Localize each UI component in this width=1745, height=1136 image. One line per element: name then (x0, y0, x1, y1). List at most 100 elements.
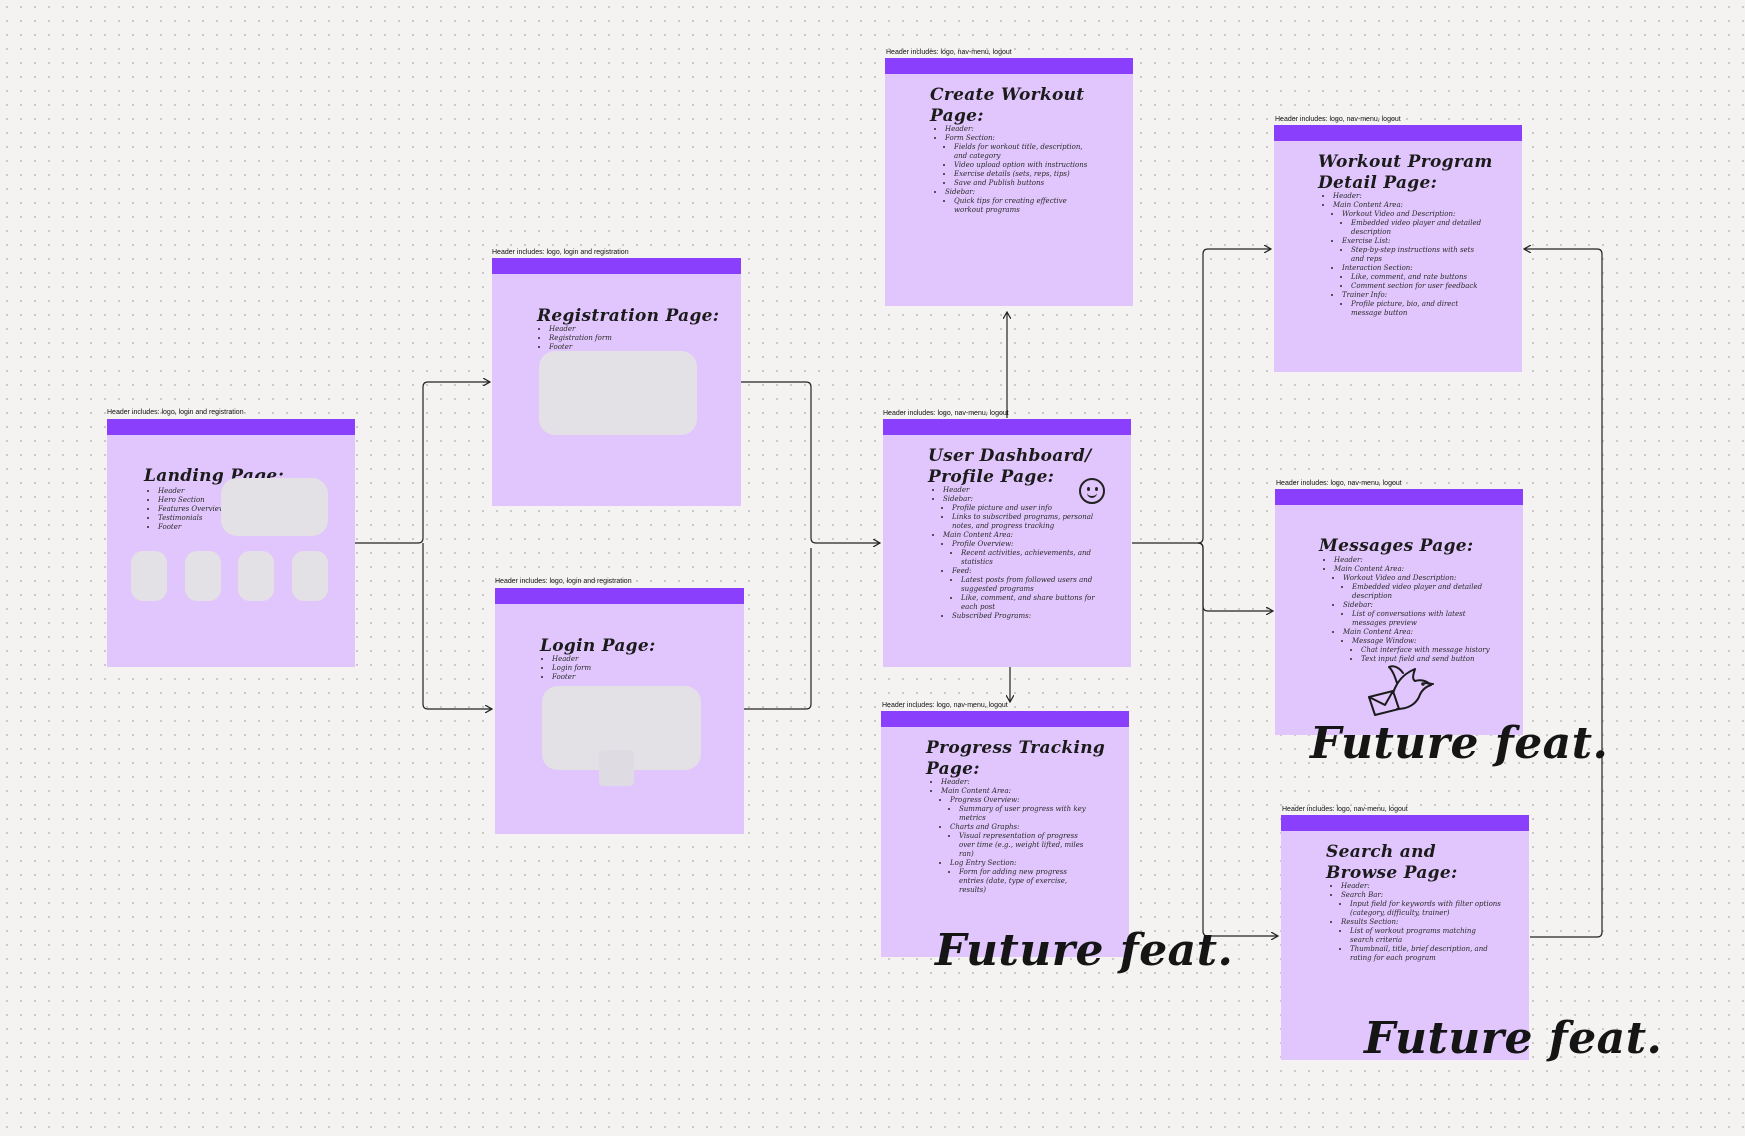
messages-page-frame[interactable]: Messages Page: Header: Main Content Area… (1275, 489, 1523, 735)
list-item: Profile picture and user info (952, 504, 1095, 513)
list-item: Login form (552, 664, 591, 673)
create-workout-page-notes: Header: Form Section: Fields for workout… (933, 125, 1095, 215)
dashboard-page-frame[interactable]: User Dashboard/ Profile Page: Header Sid… (883, 419, 1131, 667)
frame-header-bar (885, 58, 1133, 74)
list-item: Main Content Area: Progress Overview: Su… (941, 787, 1091, 895)
sub-list: Profile picture, bio, and direct message… (1342, 300, 1488, 318)
list-item: Fields for workout title, description, a… (954, 143, 1095, 161)
sub-list: Progress Overview: Summary of user progr… (941, 796, 1091, 895)
list-item: Sidebar: Profile picture and user info L… (943, 495, 1095, 531)
registration-header-caption: Header includes: logo, login and registr… (492, 249, 629, 256)
sub-list: Step-by-step instructions with sets and … (1342, 246, 1488, 264)
list-item: Form for adding new progress entries (da… (959, 868, 1091, 895)
list-item: Subscribed Programs: (952, 612, 1095, 621)
list-item: Trainer Info: Profile picture, bio, and … (1342, 291, 1488, 318)
messages-page-title: Messages Page: (1319, 536, 1474, 556)
frame-body: Create Workout Page: Header: Form Sectio… (885, 74, 1133, 306)
list-item: Video upload option with instructions (954, 161, 1095, 170)
workout-detail-page-notes: Header: Main Content Area: Workout Video… (1321, 192, 1488, 318)
feature-card-placeholder (238, 551, 274, 601)
sub-list: Fields for workout title, description, a… (945, 143, 1095, 188)
feature-card-placeholder (131, 551, 167, 601)
list-item-label: Feed: (952, 567, 972, 575)
list-item: Log Entry Section: Form for adding new p… (950, 859, 1091, 895)
connector-search-to-workout-detail (1524, 249, 1603, 938)
login-page-notes: Header Login form Footer (540, 655, 591, 682)
frame-body: Workout Program Detail Page: Header: Mai… (1274, 141, 1522, 372)
list-item: Header: (945, 125, 1095, 134)
list-item: Exercise List: Step-by-step instructions… (1342, 237, 1488, 264)
list-item: Quick tips for creating effective workou… (954, 197, 1095, 215)
list-item-label: Progress Overview: (950, 796, 1020, 804)
sub-list: Latest posts from followed users and sug… (952, 576, 1095, 612)
sub-list: Embedded video player and detailed descr… (1342, 219, 1488, 237)
list-item: Like, comment, and share buttons for eac… (961, 594, 1095, 612)
list-item: Embedded video player and detailed descr… (1351, 219, 1488, 237)
frame-body: Messages Page: Header: Main Content Area… (1275, 505, 1523, 735)
list-item-label: Workout Video and Description: (1343, 574, 1457, 582)
list-item-label: Results Section: (1341, 918, 1399, 926)
login-page-frame[interactable]: Login Page: Header Login form Footer (495, 588, 744, 834)
smiley-eye (1087, 487, 1090, 491)
search-page-frame[interactable]: Search and Browse Page: Header: Search B… (1281, 815, 1529, 1060)
registration-page-title: Registration Page: (537, 306, 720, 326)
frame-header-bar (883, 419, 1131, 435)
login-page-title: Login Page: (540, 636, 656, 656)
list-item-label: Sidebar: (943, 495, 974, 503)
sub-list: List of workout programs matching search… (1341, 927, 1501, 963)
frame-header-bar (107, 419, 355, 435)
list-item: Step-by-step instructions with sets and … (1351, 246, 1488, 264)
connector-login-to-dashboard (744, 548, 812, 710)
list-item: Header (943, 486, 1095, 495)
future-feature-label: Future feat. (1364, 1013, 1663, 1064)
list-item-label: Interaction Section: (1342, 264, 1413, 272)
frame-body: User Dashboard/ Profile Page: Header Sid… (883, 435, 1131, 667)
list-item-label: Trainer Info: (1342, 291, 1388, 299)
list-item: Progress Overview: Summary of user progr… (950, 796, 1091, 823)
list-item: Footer (549, 343, 612, 352)
list-item: Profile Overview: Recent activities, ach… (952, 540, 1095, 567)
list-item: Footer (552, 673, 591, 682)
list-item: Sidebar: Quick tips for creating effecti… (945, 188, 1095, 215)
workout-detail-page-frame[interactable]: Workout Program Detail Page: Header: Mai… (1274, 125, 1522, 372)
landing-header-caption: Header includes: logo, login and registr… (107, 409, 244, 416)
messages-page-notes: Header: Main Content Area: Workout Video… (1322, 556, 1494, 664)
create-workout-page-frame[interactable]: Create Workout Page: Header: Form Sectio… (885, 58, 1133, 306)
dashboard-page-notes: Header Sidebar: Profile picture and user… (931, 486, 1095, 621)
list-item: Sidebar: List of conversations with late… (1343, 601, 1494, 628)
sub-list: Visual representation of progress over t… (950, 832, 1091, 859)
list-item: Summary of user progress with key metric… (959, 805, 1091, 823)
list-item-label: Charts and Graphs: (950, 823, 1020, 831)
list-item: Recent activities, achievements, and sta… (961, 549, 1095, 567)
list-item-label: Message Window: (1352, 637, 1417, 645)
smiley-face-icon (1079, 478, 1105, 504)
list-item-label: Log Entry Section: (950, 859, 1017, 867)
list-item: Header: (1333, 192, 1488, 201)
registration-page-notes: Header Registration form Footer (537, 325, 612, 352)
registration-page-frame[interactable]: Registration Page: Header Registration f… (492, 258, 741, 506)
frame-header-bar (1275, 489, 1523, 505)
list-item: Footer (158, 523, 225, 532)
frame-body: Registration Page: Header Registration f… (492, 274, 741, 506)
list-item: Profile picture, bio, and direct message… (1351, 300, 1488, 318)
workout-detail-page-title: Workout Program Detail Page: (1318, 152, 1493, 193)
list-item: Results Section: List of workout program… (1341, 918, 1501, 963)
list-item: Main Content Area: Workout Video and Des… (1334, 565, 1494, 664)
list-item: Features Overview (158, 505, 225, 514)
landing-page-frame[interactable]: Landing Page: Header Hero Section Featur… (107, 419, 355, 667)
list-item-label: Main Content Area: (1333, 201, 1403, 209)
progress-page-frame[interactable]: Progress Tracking Page: Header: Main Con… (881, 711, 1129, 957)
list-item: Input field for keywords with filter opt… (1350, 900, 1501, 918)
list-item-label: Exercise List: (1342, 237, 1391, 245)
sub-list: Message Window: Chat interface with mess… (1343, 637, 1494, 664)
connector-landing-to-registration (355, 382, 490, 544)
list-item: Main Content Area: Profile Overview: Rec… (943, 531, 1095, 621)
create-workout-page-title: Create Workout Page: (930, 85, 1085, 126)
list-item-label: Sidebar: (945, 188, 976, 196)
sub-list: Form for adding new progress entries (da… (950, 868, 1091, 895)
connector-dashboard-to-search (1197, 542, 1278, 936)
list-item-label: Main Content Area: (1334, 565, 1404, 573)
list-item: Header (552, 655, 591, 664)
connector-dashboard-to-messages (1197, 542, 1273, 611)
